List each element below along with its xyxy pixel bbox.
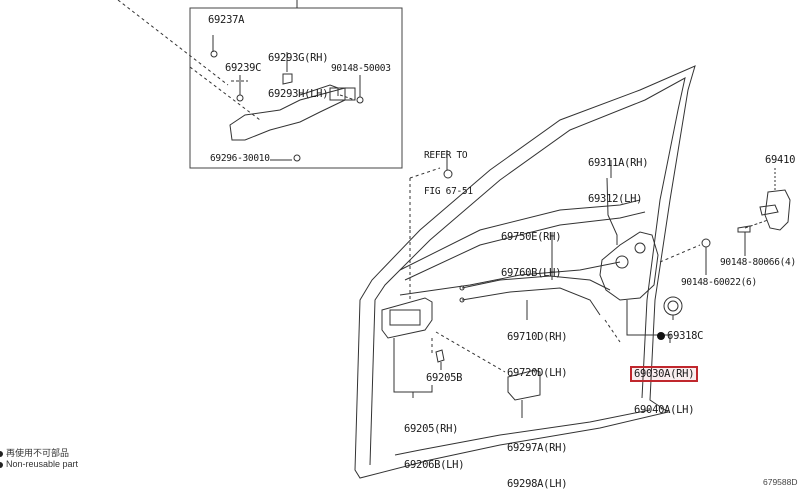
- part-label-69311a[interactable]: 69311A(RH) 69312(LH): [588, 133, 649, 217]
- part-label-line: FIG 67-51: [424, 186, 473, 197]
- non-reusable-dot-icon: [657, 332, 666, 340]
- legend-label: Non-reusable part: [6, 459, 79, 469]
- highlighted-part-number[interactable]: 69030A(RH): [630, 366, 699, 382]
- part-label-69239c[interactable]: 69239C: [225, 62, 262, 74]
- part-label-line: 69206B(LH): [404, 459, 465, 471]
- part-label-line: 69040A(LH): [634, 404, 695, 416]
- part-label-90148-80066[interactable]: 90148-80066(4): [720, 257, 796, 268]
- part-label-line: 69293G(RH): [268, 52, 329, 64]
- seal-ring: [663, 296, 683, 316]
- part-label-69205b[interactable]: 69205B: [426, 372, 463, 384]
- part-label-69410[interactable]: 69410: [765, 154, 796, 166]
- non-reusable-dot-icon: [0, 461, 3, 468]
- legend-item-jp: 再使用不可部品: [0, 448, 78, 459]
- part-label-line: 69311A(RH): [588, 157, 649, 169]
- refer-to-figure-note[interactable]: REFER TO FIG 67-51: [424, 126, 473, 210]
- part-label-90148-50003[interactable]: 90148-50003: [331, 63, 391, 74]
- part-label-69297a[interactable]: 69297A(RH) 69298A(LH): [507, 418, 568, 502]
- figure-code: 679588D: [763, 477, 798, 487]
- part-label-line: 69298A(LH): [507, 478, 568, 490]
- part-label-line: 69318C: [667, 330, 704, 342]
- inside-handle: [381, 297, 433, 339]
- door-lock-body: [599, 231, 659, 301]
- inset-frame: [189, 7, 403, 169]
- non-reusable-dot-icon: [0, 450, 3, 457]
- part-label-line: 69710D(RH): [507, 331, 568, 343]
- part-label-line: 69720D(LH): [507, 367, 568, 379]
- part-label-69296-30010[interactable]: 69296-30010: [210, 153, 270, 164]
- part-label-69318c[interactable]: 69318C: [645, 318, 703, 342]
- part-label-90148-60022[interactable]: 90148-60022(6): [681, 277, 757, 288]
- part-label-69030a[interactable]: 69030A(RH) 69040A(LH): [630, 342, 699, 428]
- part-label-69710d[interactable]: 69710D(RH) 69720D(LH): [507, 307, 568, 391]
- part-label-69205[interactable]: 69205(RH) 69206B(LH): [404, 399, 465, 483]
- part-label-line: 69760B(LH): [501, 267, 562, 279]
- legend-label: 再使用不可部品: [6, 448, 70, 458]
- part-label-line: 69205(RH): [404, 423, 459, 435]
- door-striker: [764, 189, 791, 231]
- part-label-line: 69750E(RH): [501, 231, 562, 243]
- part-label-line: 69297A(RH): [507, 442, 568, 454]
- part-label-69750e[interactable]: 69750E(RH) 69760B(LH): [501, 207, 562, 291]
- part-label-line: 69312(LH): [588, 193, 643, 205]
- part-label-69237a[interactable]: 69237A: [208, 14, 245, 26]
- part-label-69293g[interactable]: 69293G(RH) 69293H(LH): [268, 28, 329, 112]
- door-outline: [354, 65, 696, 479]
- inside-handle-bezel: [507, 369, 541, 401]
- part-label-line: 69293H(LH): [268, 88, 329, 100]
- legend: 再使用不可部品 Non-reusable part: [0, 448, 78, 470]
- legend-item-en: Non-reusable part: [0, 459, 78, 470]
- part-label-line: REFER TO: [424, 150, 468, 161]
